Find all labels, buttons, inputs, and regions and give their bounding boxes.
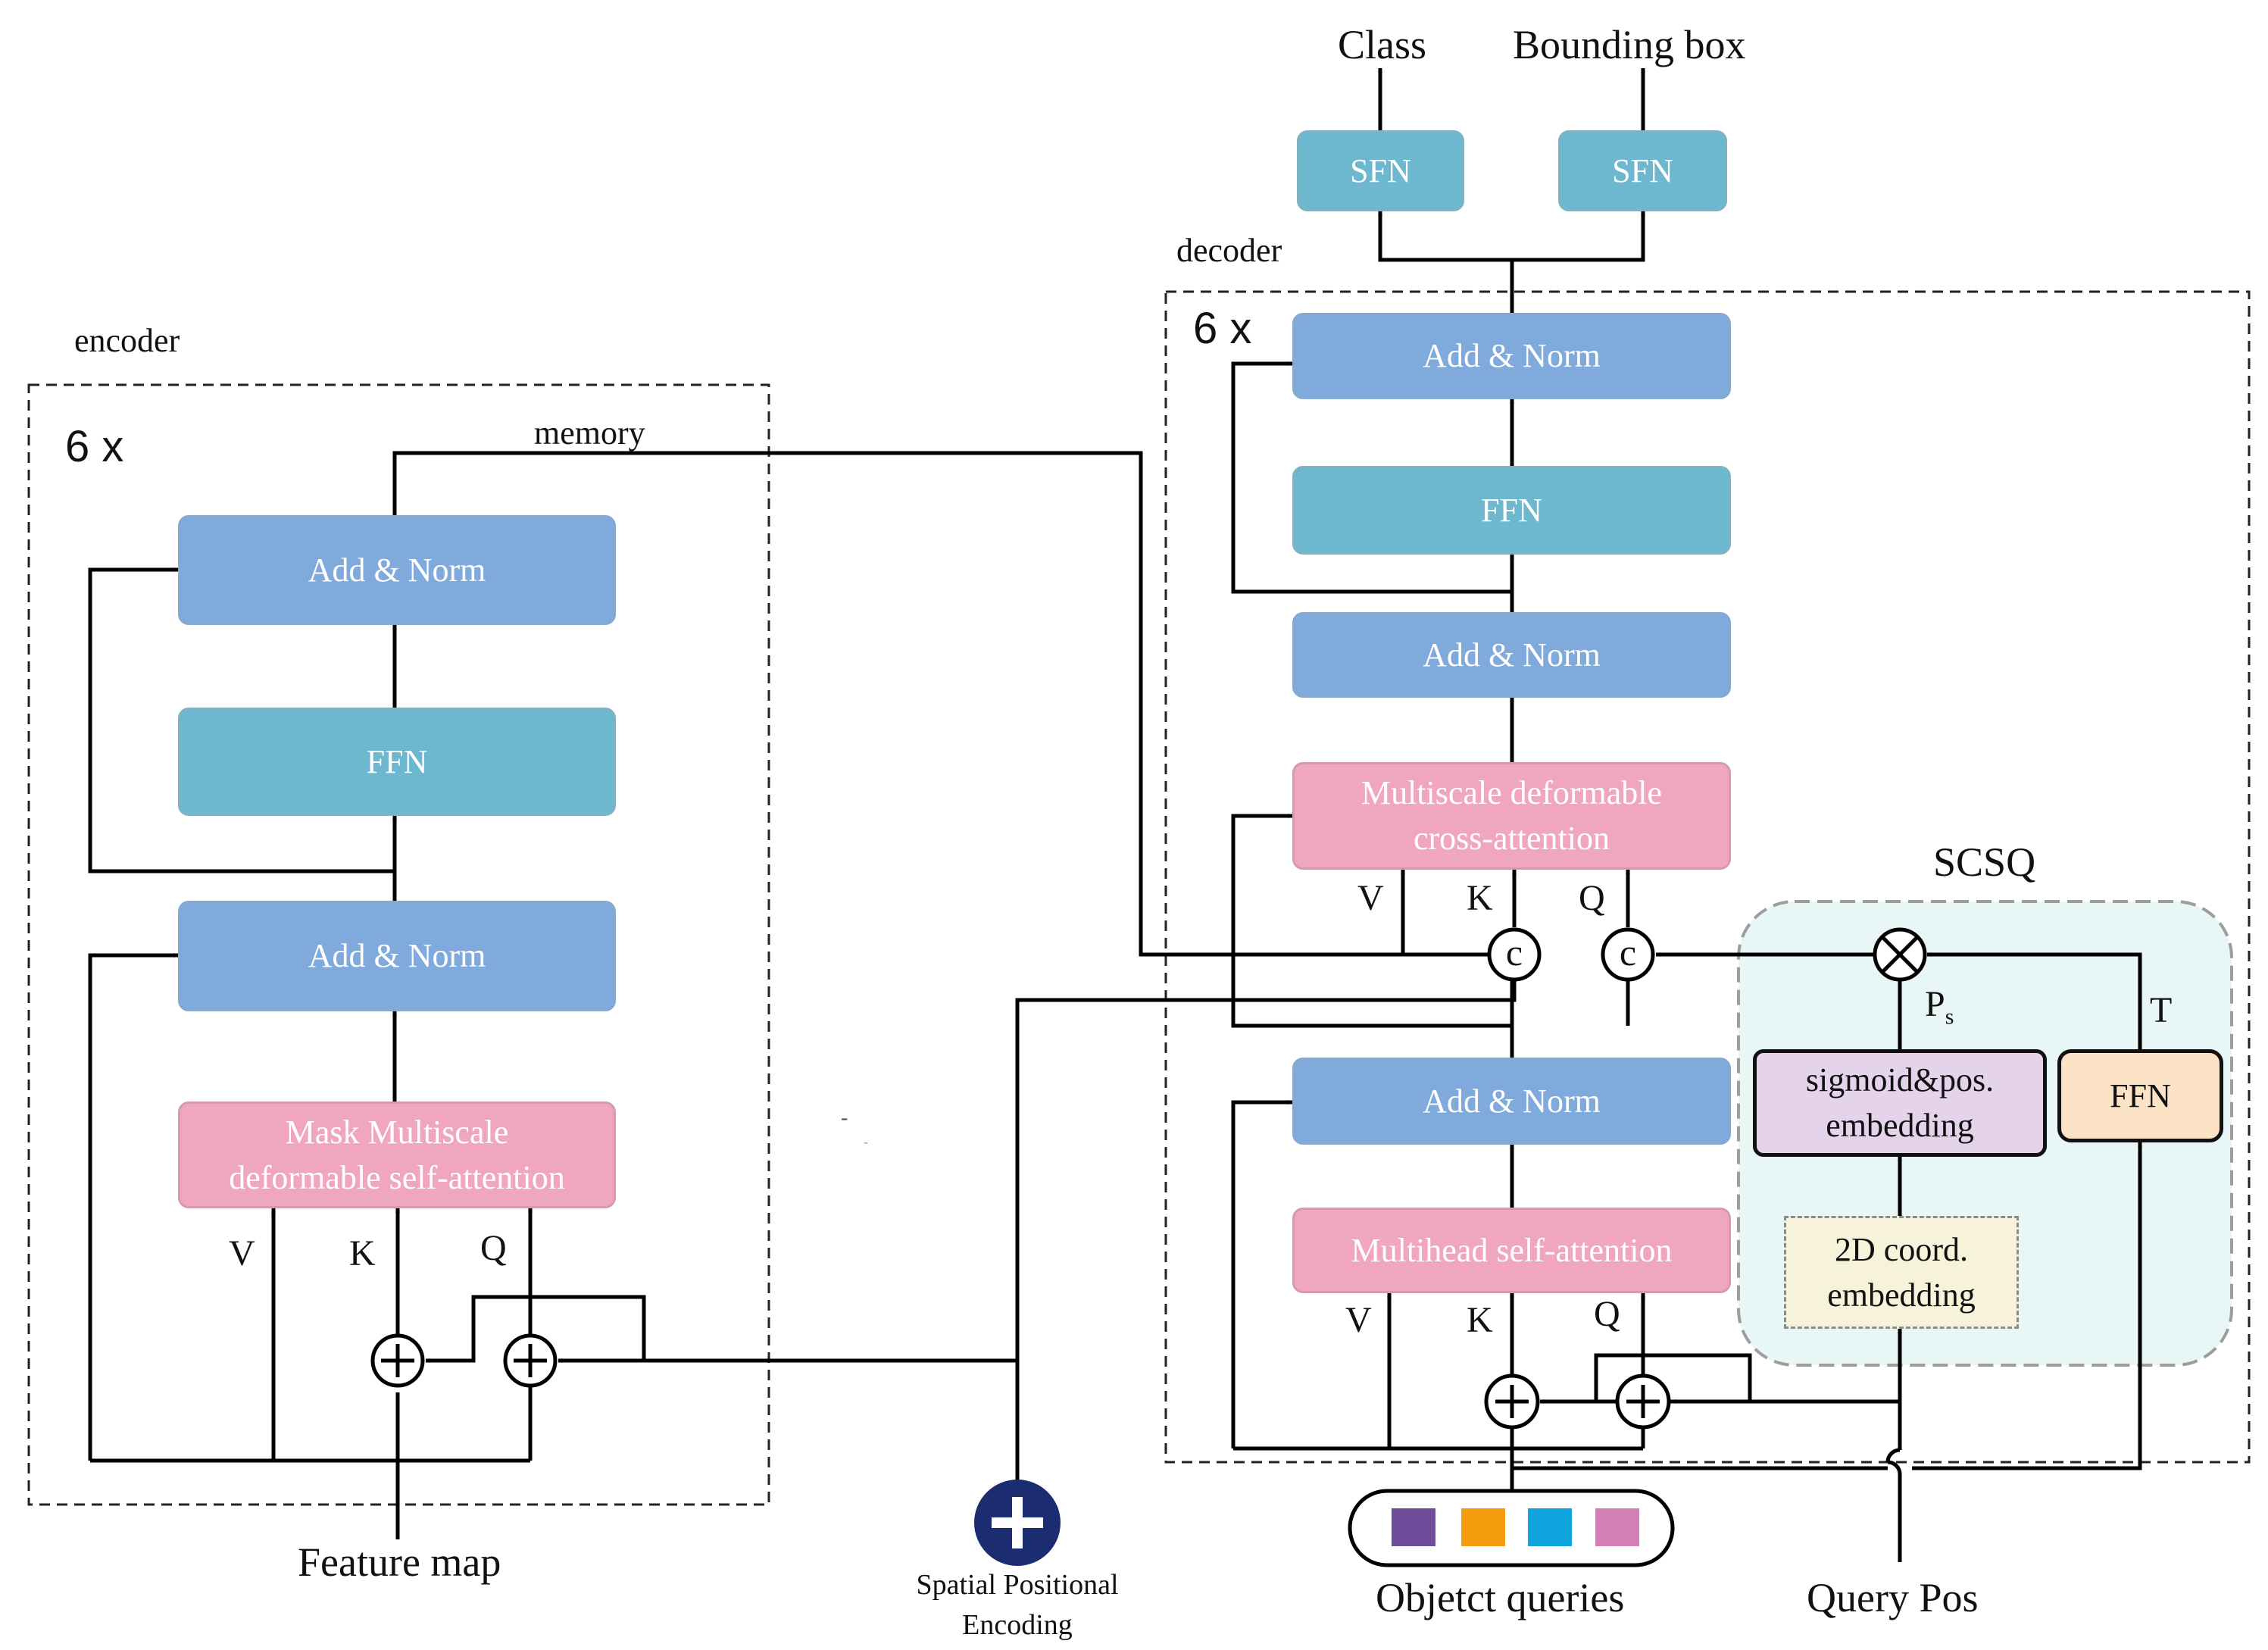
decoder-repeat: 6 x: [1193, 304, 1252, 353]
class-label: Class: [1338, 22, 1427, 67]
query-swatch-3: [1528, 1508, 1572, 1546]
encoder-title: encoder: [74, 322, 180, 359]
bbox-label: Bounding box: [1513, 22, 1746, 67]
encoder-adder-right: [503, 1333, 558, 1388]
query-pos-label: Query Pos: [1807, 1575, 1979, 1620]
feature-map-label: Feature map: [298, 1539, 501, 1585]
encoder-container: [27, 383, 770, 1506]
concat-symbol-q: c: [1619, 931, 1637, 973]
encoder-repeat: 6 x: [65, 422, 124, 471]
encoder-k-label: K: [349, 1233, 376, 1273]
encoder-v-label: V: [229, 1233, 255, 1273]
self-v-label: V: [1345, 1300, 1372, 1340]
decoder-add-norm-mid: Add & Norm: [1292, 612, 1731, 698]
encoder-self-attention: Mask Multiscale deformable self-attentio…: [178, 1102, 616, 1208]
decoder-wires: [1231, 67, 1900, 1491]
query-swatch-2: [1461, 1508, 1505, 1546]
query-swatch-4: [1595, 1508, 1639, 1546]
decoder-adder-right: [1615, 1373, 1671, 1430]
decoder-adder-left: [1484, 1373, 1540, 1430]
decoder-container: [1164, 290, 2251, 1464]
coord-embedding-box: 2D coord. embedding: [1784, 1216, 2019, 1329]
scsq-title: SCSQ: [1933, 839, 2036, 885]
object-queries-pill: [1348, 1489, 1675, 1567]
concat-circle-k: [1487, 927, 1542, 982]
encoder-add-norm-top: Add & Norm: [178, 515, 616, 625]
decoder-ffn: FFN: [1292, 466, 1731, 555]
self-k-label: K: [1467, 1300, 1493, 1340]
decoder-title: decoder: [1176, 232, 1282, 269]
concat-circle-q: [1601, 927, 1655, 982]
object-queries-label: Objetct queries: [1376, 1575, 1625, 1620]
encoder-add-norm-bottom: Add & Norm: [178, 901, 616, 1011]
cross-k-label: K: [1467, 878, 1493, 918]
memory-label: memory: [534, 414, 645, 452]
decoder-cross-attention: Multiscale deformable cross-attention: [1292, 762, 1731, 870]
cross-q-label: Q: [1579, 878, 1605, 918]
decoder-add-norm-top: Add & Norm: [1292, 313, 1731, 399]
t-label: T: [2150, 990, 2173, 1030]
concat-symbol-k: c: [1505, 931, 1523, 973]
decoder-self-attention: Multihead self-attention: [1292, 1208, 1731, 1293]
class-sfn: SFN: [1297, 130, 1464, 211]
spatial-positional-wires: [1015, 980, 1517, 1481]
cross-v-label: V: [1357, 878, 1384, 918]
encoder-adder-left: [370, 1333, 425, 1388]
query-swatch-1: [1392, 1508, 1435, 1546]
decoder-add-norm-bottom: Add & Norm: [1292, 1058, 1731, 1145]
scsq-wires: [1512, 952, 2142, 1562]
ps-label: Ps: [1925, 983, 1954, 1030]
sigmoid-embedding-box: sigmoid&pos. embedding: [1753, 1049, 2047, 1157]
ps-label-main: P: [1925, 984, 1945, 1024]
ps-label-sub: s: [1945, 1004, 1954, 1030]
stray-mark-1: -: [841, 1106, 848, 1130]
encoder-q-label: Q: [480, 1228, 507, 1268]
multiply-icon: [1873, 927, 1927, 982]
stray-mark-2: -: [864, 1134, 868, 1149]
scsq-ffn: FFN: [2057, 1049, 2223, 1142]
spatial-encoding-label: Spatial Positional Encoding: [916, 1569, 1119, 1642]
encoder-wires: [88, 451, 1495, 1539]
self-q-label: Q: [1594, 1294, 1620, 1334]
bbox-sfn: SFN: [1558, 130, 1727, 211]
plus-circle-icon: [974, 1480, 1061, 1566]
encoder-ffn: FFN: [178, 708, 616, 816]
